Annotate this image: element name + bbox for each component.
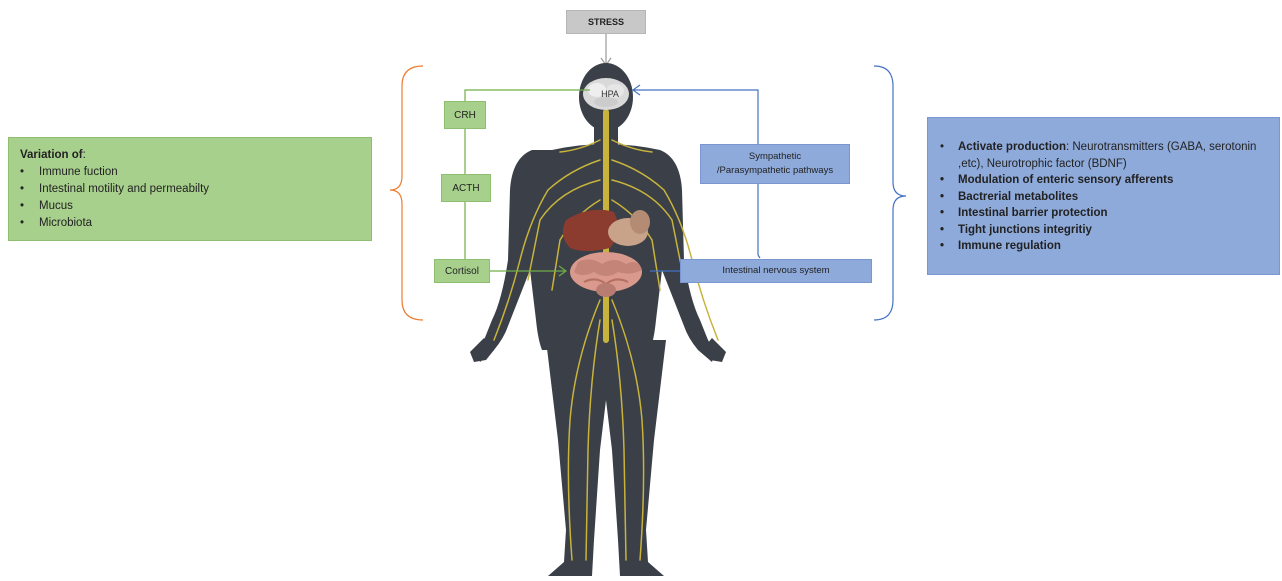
effects-item-activate-production: Activate production: Neurotransmitters (… <box>940 139 1269 172</box>
variation-item: Microbiota <box>20 215 360 232</box>
effects-panel: Activate production: Neurotransmitters (… <box>927 117 1280 275</box>
variation-panel: Variation of: Immune fuction Intestinal … <box>8 137 372 241</box>
effects-item: Immune regulation <box>940 238 1269 255</box>
effects-item: Modulation of enteric sensory afferents <box>940 172 1269 189</box>
stress-arrow <box>601 34 611 65</box>
cortisol-box: Cortisol <box>434 259 490 283</box>
sympathetic-label-line1: Sympathetic <box>749 150 801 164</box>
crh-box: CRH <box>444 101 486 129</box>
acth-box: ACTH <box>441 174 491 202</box>
effects-item: Tight junctions integritiy <box>940 222 1269 239</box>
activate-production-label: Activate production <box>958 141 1066 153</box>
variation-item: Immune fuction <box>20 164 360 181</box>
variation-title-text: Variation of <box>20 149 83 161</box>
intestinal-nervous-system-box: Intestinal nervous system <box>680 259 872 283</box>
left-brace <box>390 66 423 320</box>
variation-list: Immune fuction Intestinal motility and p… <box>20 164 360 232</box>
sympathetic-label-line2: /Parasympathetic pathways <box>717 164 833 178</box>
right-brace <box>874 66 906 320</box>
effects-item: Intestinal barrier protection <box>940 205 1269 222</box>
effects-list: Activate production: Neurotransmitters (… <box>940 139 1269 255</box>
variation-item: Intestinal motility and permeabilty <box>20 181 360 198</box>
variation-title-colon: : <box>83 149 86 161</box>
variation-title: Variation of: <box>20 147 360 164</box>
sympathetic-pathways-box: Sympathetic /Parasympathetic pathways <box>700 144 850 184</box>
human-body-figure <box>470 63 726 576</box>
hpa-label: HPA <box>588 86 632 102</box>
effects-item: Bactrerial metabolites <box>940 189 1269 206</box>
stress-box: STRESS <box>566 10 646 34</box>
variation-item: Mucus <box>20 198 360 215</box>
